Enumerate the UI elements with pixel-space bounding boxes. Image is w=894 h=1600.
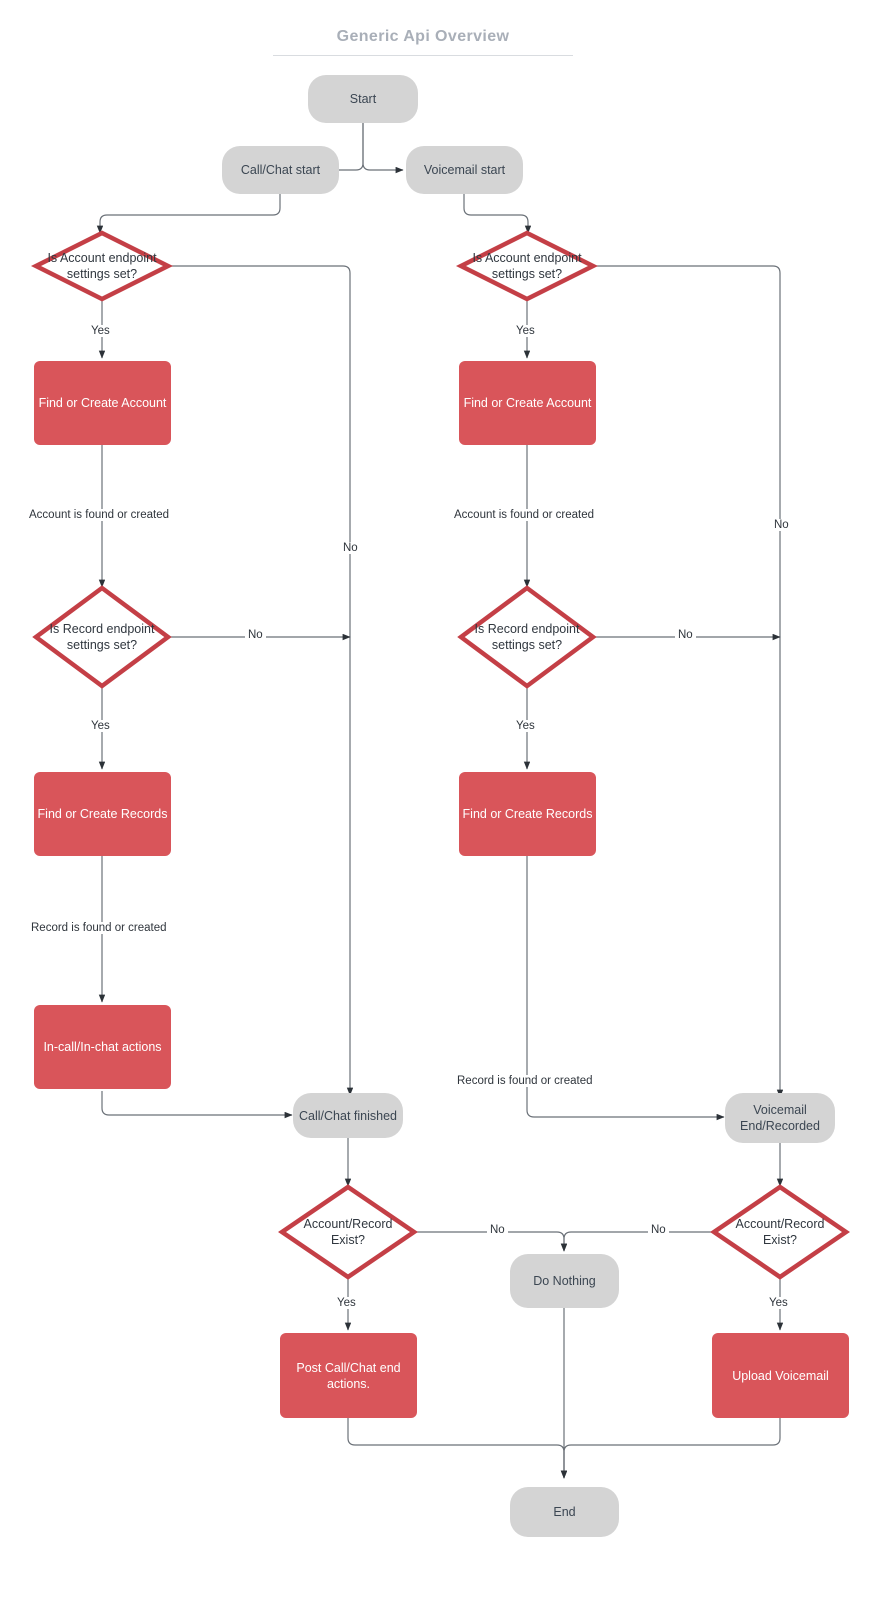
decision-shape (455, 230, 599, 302)
node-call-chat-start[interactable]: Call/Chat start (222, 146, 339, 194)
node-upload-voicemail[interactable]: Upload Voicemail (712, 1333, 849, 1418)
node-voicemail-end-recorded[interactable]: Voicemail End/Recorded (725, 1093, 835, 1143)
node-label: Find or Create Account (463, 396, 592, 410)
node-label: Account/Record Exist? (303, 1217, 393, 1247)
edge-label-exist-left-no: No (487, 1224, 508, 1236)
decision-shape (32, 585, 172, 689)
edge-label-exist-left-yes: Yes (334, 1297, 359, 1309)
edge-label-account-right-no: No (771, 519, 792, 531)
node-find-or-create-account-left[interactable]: Find or Create Account (34, 361, 171, 445)
node-is-account-endpoint-settings-set-left[interactable]: Is Account endpoint settings set? (36, 233, 168, 299)
node-label: Is Record endpoint settings set? (49, 622, 155, 652)
decision-shape (710, 1184, 850, 1280)
flow-note-account-found-right: Account is found or created (452, 509, 596, 521)
node-is-record-endpoint-settings-set-left[interactable]: Is Record endpoint settings set? (36, 594, 168, 680)
edge-label-account-left-no: No (340, 542, 361, 554)
node-find-or-create-account-right[interactable]: Find or Create Account (459, 361, 596, 445)
node-label: Start (349, 92, 377, 106)
node-account-record-exist-left[interactable]: Account/Record Exist? (282, 1187, 414, 1277)
node-label: Post Call/Chat end actions. (296, 1360, 401, 1391)
node-account-record-exist-right[interactable]: Account/Record Exist? (714, 1187, 846, 1277)
edge-label-record-left-yes: Yes (88, 720, 113, 732)
edge-label-account-left-yes: Yes (88, 325, 113, 337)
node-label: Call/Chat finished (299, 1108, 397, 1123)
flow-note-record-found-right: Record is found or created (455, 1075, 595, 1087)
decision-shape (457, 585, 597, 689)
edge-label-account-right-yes: Yes (513, 325, 538, 337)
decision-shape (278, 1184, 418, 1280)
edge-label-record-right-no: No (675, 629, 696, 641)
node-find-or-create-records-right[interactable]: Find or Create Records (459, 772, 596, 856)
edge-label-record-right-yes: Yes (513, 720, 538, 732)
node-label: Do Nothing (533, 1274, 596, 1288)
node-label: Is Account endpoint settings set? (472, 251, 582, 281)
node-voicemail-start[interactable]: Voicemail start (406, 146, 523, 194)
node-label: Upload Voicemail (732, 1368, 829, 1383)
page-title: Generic Api Overview (273, 28, 573, 56)
node-label: Voicemail start (423, 163, 506, 177)
node-do-nothing[interactable]: Do Nothing (510, 1254, 619, 1308)
node-label: Is Record endpoint settings set? (474, 622, 580, 652)
node-label: Find or Create Account (38, 396, 167, 410)
node-find-or-create-records-left[interactable]: Find or Create Records (34, 772, 171, 856)
edge-label-exist-right-no: No (648, 1224, 669, 1236)
node-label: Account/Record Exist? (735, 1217, 825, 1247)
decision-shape (30, 230, 174, 302)
node-label: Find or Create Records (37, 807, 168, 821)
node-is-account-endpoint-settings-set-right[interactable]: Is Account endpoint settings set? (461, 233, 593, 299)
node-start[interactable]: Start (308, 75, 418, 123)
node-label: Find or Create Records (462, 807, 593, 821)
node-is-record-endpoint-settings-set-right[interactable]: Is Record endpoint settings set? (461, 594, 593, 680)
node-label: End (553, 1505, 576, 1519)
node-call-chat-finished[interactable]: Call/Chat finished (293, 1093, 403, 1138)
node-post-call-chat-end-actions[interactable]: Post Call/Chat end actions. (280, 1333, 417, 1418)
node-label: Is Account endpoint settings set? (47, 251, 157, 281)
flow-note-record-found-left: Record is found or created (29, 922, 169, 934)
flow-note-account-found-left: Account is found or created (27, 509, 171, 521)
edge-label-record-left-no: No (245, 629, 266, 641)
node-end[interactable]: End (510, 1487, 619, 1537)
node-label: Call/Chat start (240, 163, 321, 177)
edge-label-exist-right-yes: Yes (766, 1297, 791, 1309)
node-in-call-in-chat-actions[interactable]: In-call/In-chat actions (34, 1005, 171, 1089)
node-label: In-call/In-chat actions (43, 1040, 162, 1054)
node-label: Voicemail End/Recorded (740, 1103, 820, 1133)
